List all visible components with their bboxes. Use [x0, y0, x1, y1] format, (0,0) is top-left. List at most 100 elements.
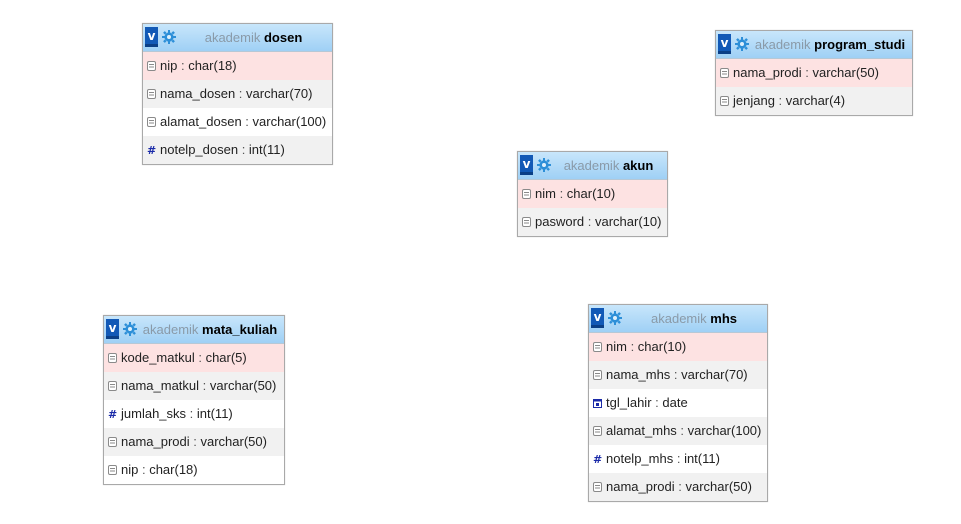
column-row-nim[interactable]: nim : char(10): [589, 333, 767, 361]
toggle-columns-button[interactable]: v: [591, 308, 604, 328]
column-list: kode_matkul : char(5)nama_matkul : varch…: [104, 344, 284, 484]
text-field-icon: [593, 426, 602, 436]
column-type: varchar(50): [812, 65, 879, 80]
gear-icon[interactable]: [734, 36, 750, 52]
column-name: nama_prodi: [733, 65, 802, 80]
column-row-alamat-mhs[interactable]: alamat_mhs : varchar(100): [589, 417, 767, 445]
column-row-nama-mhs[interactable]: nama_mhs : varchar(70): [589, 361, 767, 389]
column-separator: :: [186, 406, 197, 421]
column-type: varchar(50): [200, 434, 267, 449]
column-name: alamat_mhs: [606, 423, 677, 438]
column-row-jenjang[interactable]: jenjang : varchar(4): [716, 87, 912, 115]
table-title: akademik mata_kuliah: [140, 322, 280, 337]
column-name: nip: [121, 462, 139, 477]
column-separator: :: [177, 58, 189, 73]
column-name: nim: [535, 186, 556, 201]
table-title: akademik akun: [554, 158, 663, 173]
column-separator: :: [676, 423, 688, 438]
table-name: dosen: [263, 30, 303, 45]
column-separator: :: [235, 86, 247, 101]
column-name: nama_dosen: [160, 86, 236, 101]
column-type: char(10): [637, 339, 687, 354]
column-name: notelp_dosen: [160, 142, 239, 157]
column-separator: :: [674, 479, 686, 494]
table-header[interactable]: v akademik program_studi: [716, 31, 912, 59]
table-name: akun: [622, 158, 654, 173]
column-type: char(18): [188, 58, 237, 73]
table-name: mata_kuliah: [202, 322, 278, 337]
table-header[interactable]: v akademik akun: [518, 152, 667, 180]
column-row-nama-prodi[interactable]: nama_prodi : varchar(50): [589, 473, 767, 501]
gear-icon[interactable]: [607, 310, 623, 326]
table-name: mhs: [710, 311, 737, 326]
text-field-icon: [522, 189, 531, 199]
column-type: char(10): [566, 186, 616, 201]
gear-icon[interactable]: [161, 29, 177, 45]
column-separator: :: [241, 114, 253, 129]
schema-name: akademik: [204, 30, 261, 45]
table-title: akademik dosen: [179, 30, 328, 45]
column-row-nama-prodi[interactable]: nama_prodi : varchar(50): [716, 59, 912, 87]
text-field-icon: [108, 353, 117, 363]
column-row-notelp-dosen[interactable]: #notelp_dosen : int(11): [143, 136, 332, 164]
column-name: nama_matkul: [121, 378, 200, 393]
table-title: akademik program_studi: [752, 37, 908, 52]
column-row-alamat-dosen[interactable]: alamat_dosen : varchar(100): [143, 108, 332, 136]
column-row-nama-prodi[interactable]: nama_prodi : varchar(50): [104, 428, 284, 456]
column-type: varchar(4): [785, 93, 846, 108]
toggle-columns-button[interactable]: v: [520, 155, 533, 175]
column-name: jenjang: [733, 93, 775, 108]
table-dosen[interactable]: v akademik dosen nip : char(18)nama_dose…: [142, 23, 333, 165]
column-type: varchar(70): [246, 86, 313, 101]
column-row-nim[interactable]: nim : char(10): [518, 180, 667, 208]
table-mhs[interactable]: v akademik mhs nim : char(10)nama_mhs : …: [588, 304, 768, 502]
table-header[interactable]: v akademik mhs: [589, 305, 767, 333]
gear-icon[interactable]: [122, 321, 138, 337]
column-name: alamat_dosen: [160, 114, 242, 129]
toggle-columns-button[interactable]: v: [106, 319, 119, 339]
toggle-columns-button[interactable]: v: [718, 34, 731, 54]
schema-name: akademik: [754, 37, 811, 52]
column-row-nip[interactable]: nip : char(18): [143, 52, 332, 80]
numeric-field-icon: #: [147, 144, 157, 157]
column-row-notelp-mhs[interactable]: #notelp_mhs : int(11): [589, 445, 767, 473]
numeric-field-icon: #: [593, 453, 603, 466]
schema-name: akademik: [142, 322, 199, 337]
table-mata-kuliah[interactable]: v akademik mata_kuliah kode_matkul : cha…: [103, 315, 285, 485]
text-field-icon: [522, 217, 531, 227]
column-name: nama_prodi: [606, 479, 675, 494]
column-row-kode-matkul[interactable]: kode_matkul : char(5): [104, 344, 284, 372]
table-akun[interactable]: v akademik akun nim : char(10)pasword : …: [517, 151, 668, 237]
column-type: varchar(10): [594, 214, 662, 229]
column-type: char(5): [205, 350, 247, 365]
text-field-icon: [593, 370, 602, 380]
schema-name: akademik: [563, 158, 620, 173]
column-type: int(11): [248, 142, 285, 157]
column-separator: :: [189, 434, 201, 449]
column-type: varchar(50): [209, 378, 277, 393]
column-separator: :: [673, 451, 685, 466]
column-separator: :: [138, 462, 150, 477]
column-row-pasword[interactable]: pasword : varchar(10): [518, 208, 667, 236]
text-field-icon: [720, 96, 729, 106]
gear-icon[interactable]: [536, 157, 552, 173]
column-name: nip: [160, 58, 178, 73]
date-field-icon: [593, 399, 602, 408]
column-name: nama_mhs: [606, 367, 671, 382]
column-name: kode_matkul: [121, 350, 195, 365]
table-header[interactable]: v akademik mata_kuliah: [104, 316, 284, 344]
column-type: varchar(100): [687, 423, 762, 438]
schema-name: akademik: [651, 311, 707, 326]
column-row-nama-dosen[interactable]: nama_dosen : varchar(70): [143, 80, 332, 108]
column-separator: :: [651, 395, 663, 410]
column-name: nama_prodi: [121, 434, 190, 449]
column-row-nama-matkul[interactable]: nama_matkul : varchar(50): [104, 372, 284, 400]
table-program-studi[interactable]: v akademik program_studi nama_prodi : va…: [715, 30, 913, 116]
column-row-nip[interactable]: nip : char(18): [104, 456, 284, 484]
column-type: char(18): [149, 462, 198, 477]
text-field-icon: [108, 437, 117, 447]
column-row-tgl-lahir[interactable]: tgl_lahir : date: [589, 389, 767, 417]
column-row-jumlah-sks[interactable]: #jumlah_sks : int(11): [104, 400, 284, 428]
table-header[interactable]: v akademik dosen: [143, 24, 332, 52]
toggle-columns-button[interactable]: v: [145, 27, 158, 47]
